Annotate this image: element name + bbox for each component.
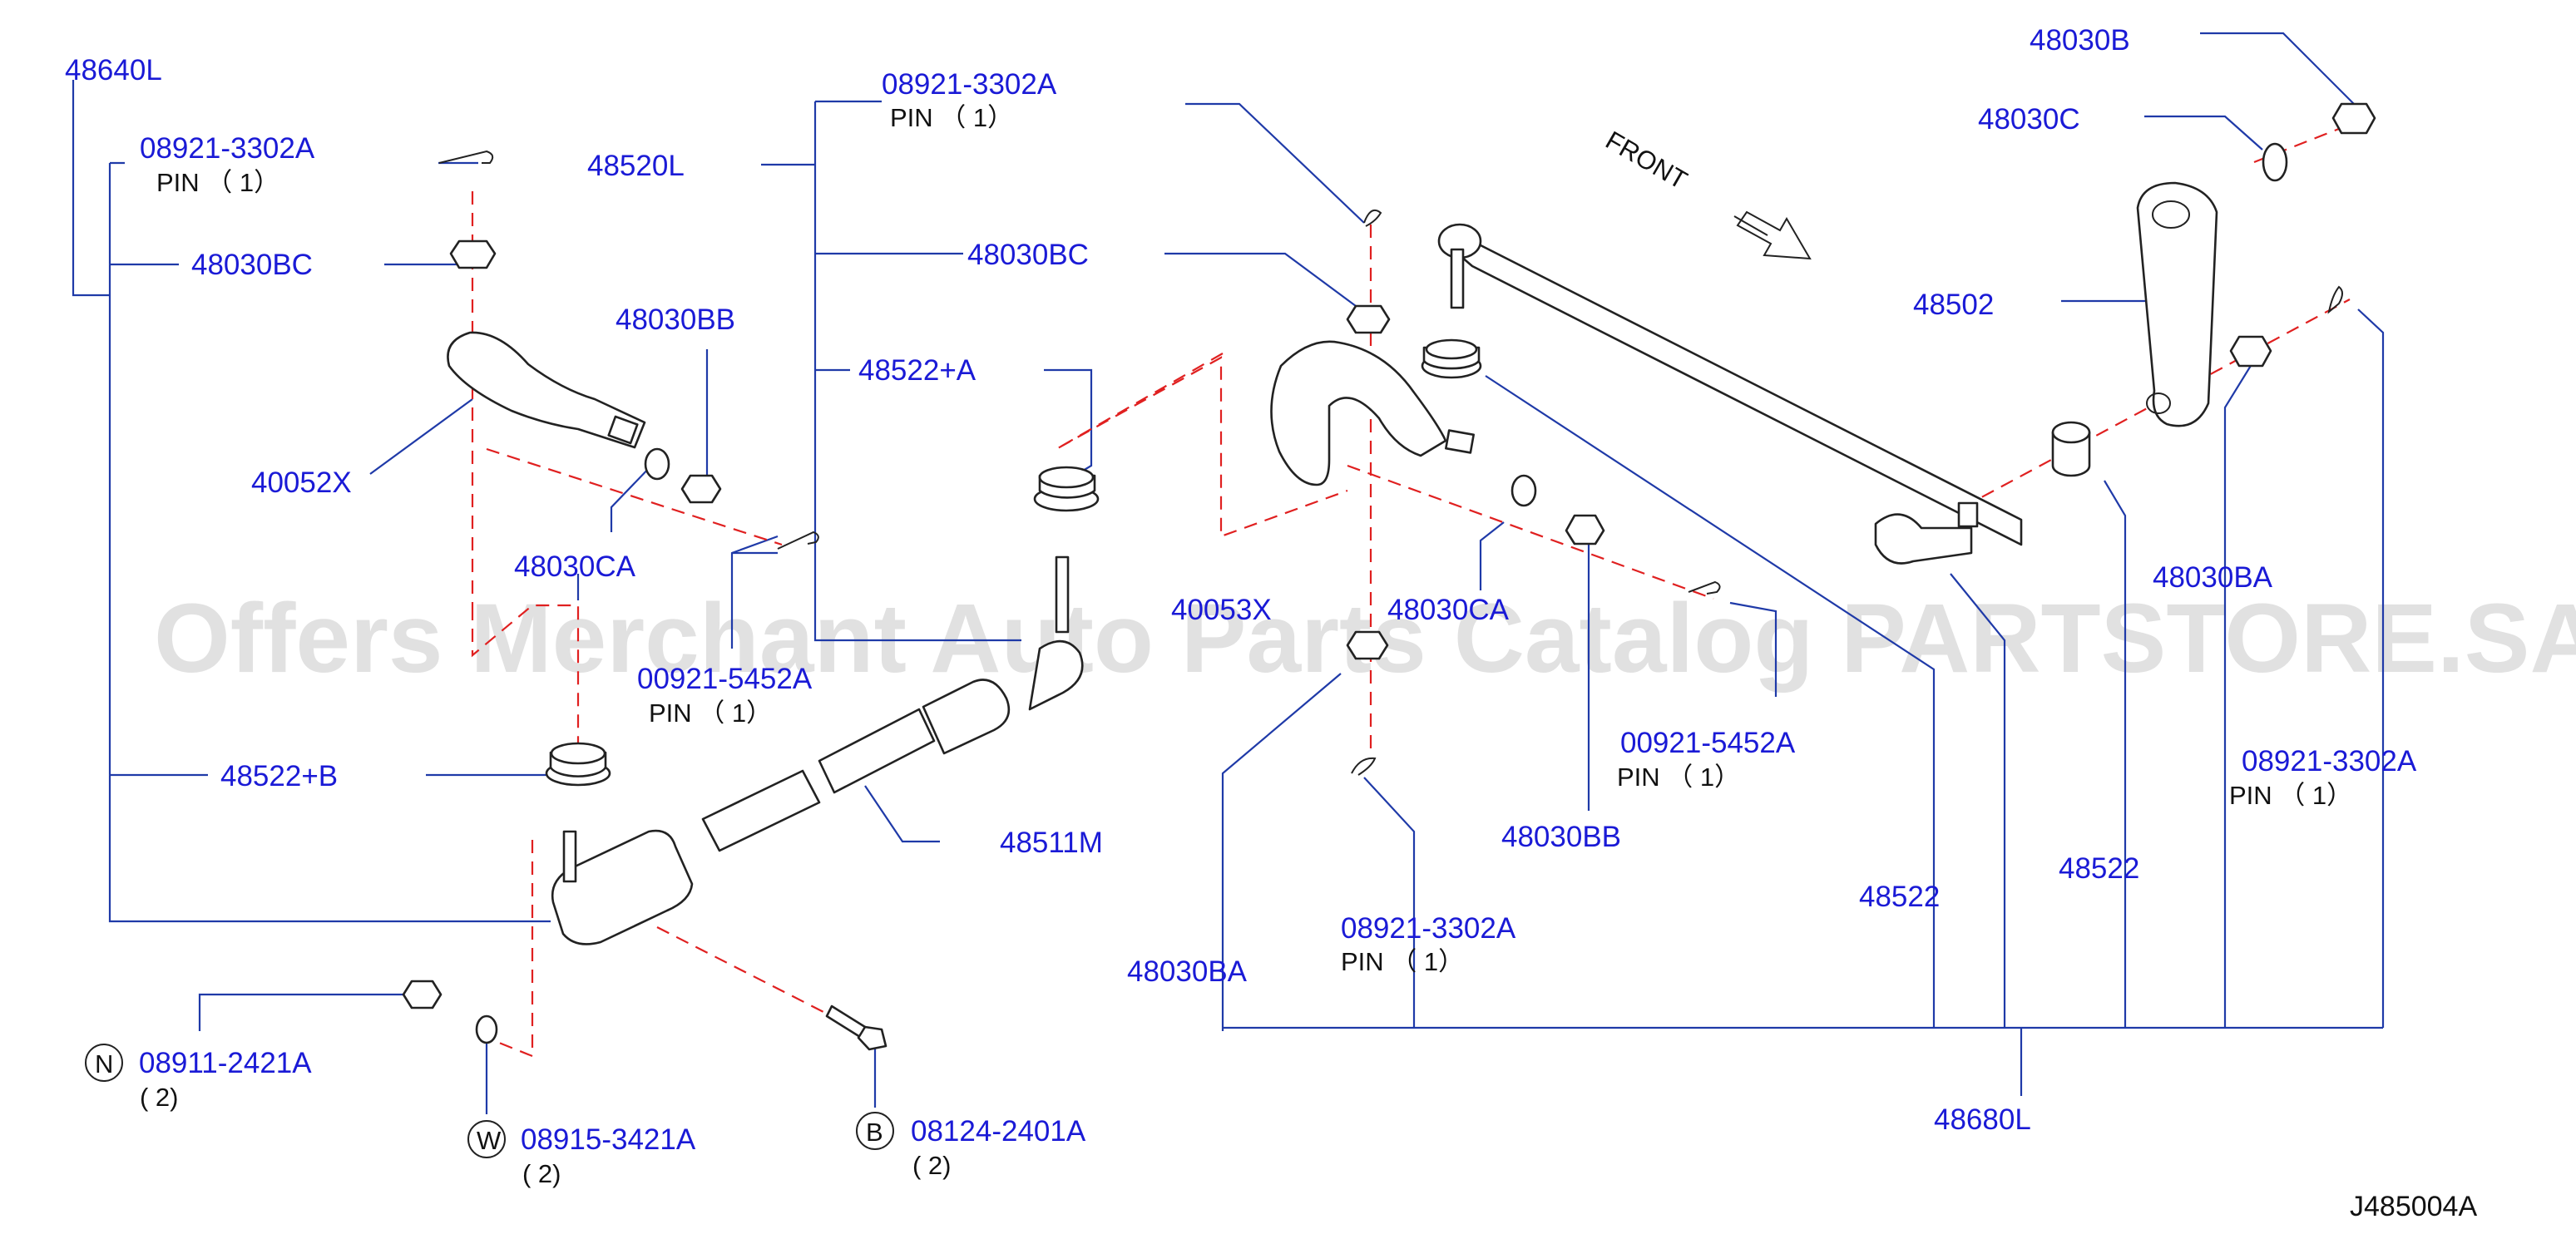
label-40052X[interactable]: 40052X: [251, 466, 352, 499]
front-direction-arrow: [1733, 210, 1812, 260]
washer-48030C: [2262, 142, 2288, 182]
castle-nut-48030BC-mid: [1346, 304, 1391, 334]
diagram-id: J485004A: [2350, 1191, 2477, 1222]
center-link-48502: [1437, 223, 2023, 565]
front-label: FRONT: [1601, 126, 1693, 195]
label-pin3-code[interactable]: 08921-3302A: [1341, 912, 1516, 945]
bushing-48522-A: [1033, 466, 1100, 512]
castle-nut-48030BB-left: [680, 474, 722, 504]
leader-lines: [72, 32, 2385, 1114]
ref-circle-N: [85, 1044, 123, 1082]
label-48680L[interactable]: 48680L: [1934, 1103, 2031, 1136]
ref-letter-W: W: [477, 1126, 502, 1155]
label-08911-qty: ( 2): [140, 1083, 179, 1112]
tie-rod-48511M: [551, 555, 1084, 945]
label-08124-code[interactable]: 08124-2401A: [911, 1115, 1086, 1148]
label-40053X[interactable]: 40053X: [1171, 594, 1272, 626]
idler-arm-40053X: [1270, 340, 1475, 486]
label-48522A[interactable]: 48522+A: [858, 354, 977, 387]
label-pin4-desc: PIN （ 1）: [2229, 781, 2352, 810]
washer-48030CA-mid: [1510, 474, 1537, 507]
label-00921-left-desc: PIN （ 1）: [649, 698, 772, 728]
label-48030BA-left[interactable]: 48030BA: [1127, 955, 1248, 988]
cotter-pin-right: [2327, 285, 2343, 314]
bushing-48522-mid: [1421, 338, 1482, 379]
bushing-48522-right: [2051, 421, 2091, 477]
label-48030B[interactable]: 48030B: [2030, 24, 2130, 57]
label-48030BC-mid[interactable]: 48030BC: [967, 239, 1089, 271]
lock-washer-08915-3421A: [475, 1014, 498, 1044]
label-48030CA-mid[interactable]: 48030CA: [1387, 594, 1510, 626]
label-00921-left-code[interactable]: 00921-5452A: [637, 663, 813, 695]
nut-08911-2421A: [402, 980, 443, 1009]
label-08915-code[interactable]: 08915-3421A: [521, 1123, 696, 1156]
label-pin3-desc: PIN （ 1）: [1341, 947, 1464, 976]
label-00921-right-desc: PIN （ 1）: [1617, 763, 1740, 792]
label-pin1-code[interactable]: 08921-3302A: [140, 132, 315, 165]
ref-circle-W: [467, 1120, 506, 1158]
label-48502[interactable]: 48502: [1913, 289, 1994, 321]
castle-nut-48030BB-mid: [1565, 514, 1605, 545]
pitman-arm-48502: [2136, 181, 2218, 427]
bolt-08124-2401A: [825, 1004, 888, 1051]
ref-circle-B: [856, 1112, 894, 1150]
label-48030C[interactable]: 48030C: [1978, 103, 2080, 136]
label-48520L[interactable]: 48520L: [587, 150, 685, 182]
label-08915-qty: ( 2): [522, 1159, 561, 1188]
castle-nut-48030BA-right: [2229, 335, 2272, 368]
label-pin4-code[interactable]: 08921-3302A: [2242, 745, 2417, 777]
cotter-pin-bottom: [1351, 757, 1377, 776]
label-08911-code[interactable]: 08911-2421A: [139, 1047, 312, 1079]
assembly-dash-lines: [471, 115, 2371, 1058]
label-48522B[interactable]: 48522+B: [220, 760, 338, 792]
label-48030CA-left[interactable]: 48030CA: [514, 550, 636, 583]
label-pin2-desc: PIN （ 1）: [890, 103, 1013, 132]
label-00921-right-code[interactable]: 00921-5452A: [1620, 727, 1796, 759]
castle-nut-48030BC-left: [449, 239, 497, 269]
label-08124-qty: ( 2): [912, 1151, 952, 1180]
label-48030BB-mid[interactable]: 48030BB: [1501, 821, 1621, 853]
cotter-pin-mid-left: [777, 531, 819, 550]
ref-letter-N: N: [95, 1049, 113, 1079]
castle-nut-48030BA-mid: [1346, 630, 1389, 660]
cotter-pin-right-mid: [1688, 580, 1721, 595]
washer-48030CA-left: [644, 447, 670, 481]
castle-nut-48030B: [2331, 102, 2376, 135]
label-48522-b[interactable]: 48522: [2059, 852, 2139, 885]
label-48640L[interactable]: 48640L: [65, 54, 162, 86]
bushing-48522-B: [545, 742, 611, 787]
label-48030BA-right[interactable]: 48030BA: [2153, 561, 2273, 594]
idler-arm-40052X: [447, 331, 646, 449]
cotter-pin-top: [1363, 210, 1382, 227]
label-48030BC-left[interactable]: 48030BC: [191, 249, 313, 281]
cotter-pin-left: [438, 150, 494, 164]
label-48522-a[interactable]: 48522: [1859, 881, 1940, 913]
label-48511M[interactable]: 48511M: [1000, 827, 1103, 859]
ref-letter-B: B: [866, 1118, 883, 1147]
label-pin1-desc: PIN （ 1）: [156, 168, 279, 197]
label-pin2-code[interactable]: 08921-3302A: [882, 68, 1057, 101]
label-48030BB-left[interactable]: 48030BB: [616, 304, 735, 336]
